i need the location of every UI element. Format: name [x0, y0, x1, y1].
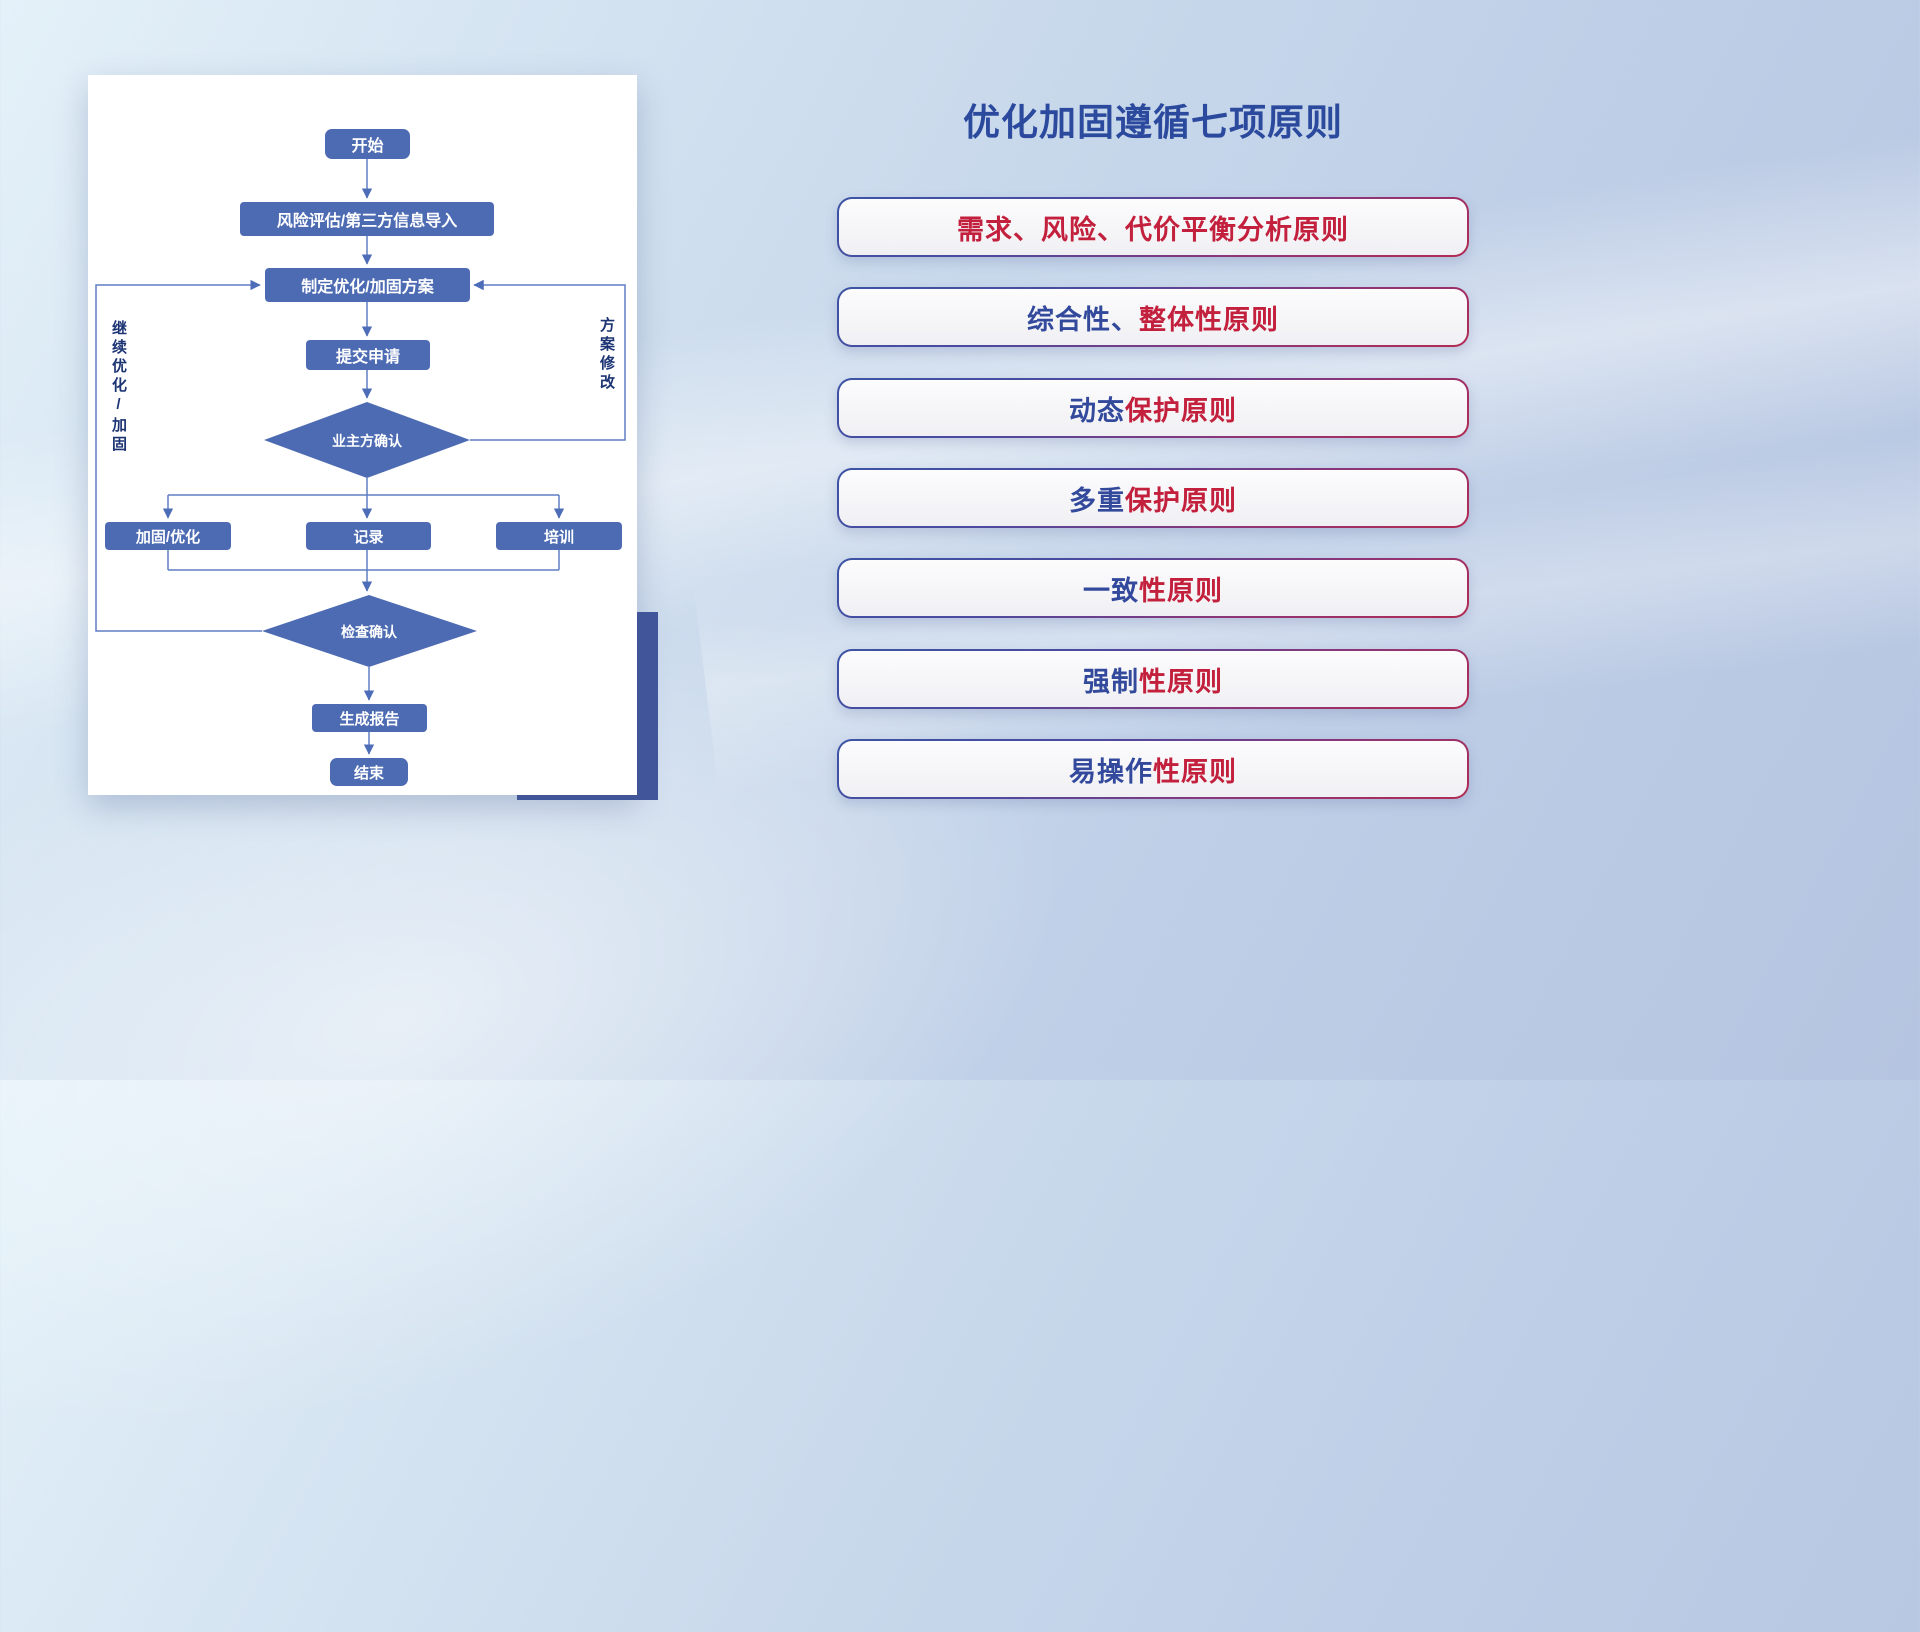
principle-1-text-red: 需求、风险、代价平衡分析原则 — [957, 214, 1349, 245]
principle-item-6: 强制性原则 — [837, 649, 1469, 709]
principle-5-text-blue: 一致 — [1083, 575, 1139, 606]
flow-node-report: 生成报告 — [312, 704, 427, 732]
principle-item-2: 综合性、整体性原则 — [837, 287, 1469, 347]
principle-item-3: 动态保护原则 — [837, 378, 1469, 438]
flow-node-start: 开始 — [325, 129, 410, 159]
principle-6-text-red: 性原则 — [1139, 666, 1223, 697]
owner-confirm-diamond — [264, 402, 470, 478]
flow-node-make-plan: 制定优化/加固方案 — [265, 268, 470, 302]
principle-7-text-red: 性原则 — [1153, 756, 1237, 787]
principle-3-text-blue: 动态 — [1069, 395, 1125, 426]
flowchart-card: 开始 风险评估/第三方信息导入 制定优化/加固方案 提交申请 加固/优化 记录 … — [88, 75, 637, 795]
principle-4-text-red: 保护原则 — [1125, 485, 1237, 516]
check-confirm-diamond — [262, 595, 477, 667]
principle-item-7: 易操作性原则 — [837, 739, 1469, 799]
principle-item-6-body: 强制性原则 — [839, 651, 1467, 707]
flow-node-record: 记录 — [306, 522, 431, 550]
principle-item-7-body: 易操作性原则 — [839, 741, 1467, 797]
principle-2-text-red: 整体性原则 — [1139, 304, 1279, 335]
principles-title: 优化加固遵循七项原则 — [963, 102, 1343, 143]
principle-item-1: 需求、风险、代价平衡分析原则 — [837, 197, 1469, 257]
principle-item-4: 多重保护原则 — [837, 468, 1469, 528]
flowchart-connectors — [95, 159, 626, 755]
principle-4-text-blue: 多重 — [1069, 485, 1125, 516]
flow-node-submit: 提交申请 — [306, 340, 430, 370]
principle-5-text-red: 性原则 — [1139, 575, 1223, 606]
flow-node-end: 结束 — [330, 758, 408, 786]
flow-node-risk-import: 风险评估/第三方信息导入 — [240, 202, 494, 236]
principle-item-5: 一致性原则 — [837, 558, 1469, 618]
principle-6-text-blue: 强制 — [1083, 666, 1139, 697]
principle-2-text-blue: 综合性、 — [1027, 304, 1139, 335]
flow-node-reinforce: 加固/优化 — [105, 522, 231, 550]
principle-item-3-body: 动态保护原则 — [839, 380, 1467, 436]
flow-node-training: 培训 — [496, 522, 622, 550]
principle-item-5-body: 一致性原则 — [839, 560, 1467, 616]
principle-item-2-body: 综合性、整体性原则 — [839, 289, 1467, 345]
principle-7-text-blue: 易操作 — [1069, 756, 1153, 787]
principle-item-1-body: 需求、风险、代价平衡分析原则 — [839, 199, 1467, 255]
principle-3-text-red: 保护原则 — [1125, 395, 1237, 426]
loop-label-continue-optimize: 继续优化/加固 — [110, 320, 127, 455]
loop-label-plan-revision: 方案修改 — [598, 317, 615, 393]
principle-item-4-body: 多重保护原则 — [839, 470, 1467, 526]
